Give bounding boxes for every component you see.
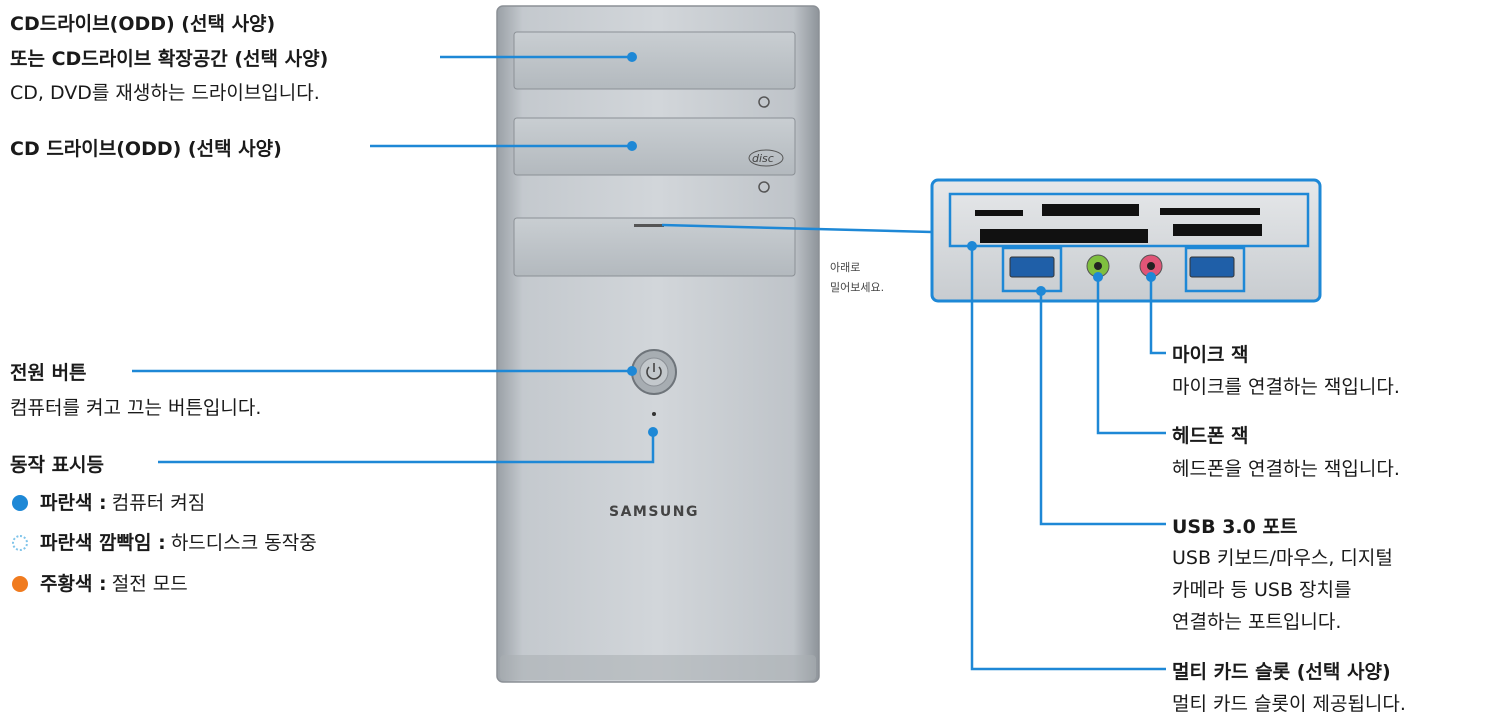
- usb-title: USB 3.0 포트: [1172, 516, 1298, 538]
- usb-desc-1: USB 키보드/마우스, 디지털: [1172, 547, 1393, 569]
- eject-icon: [758, 96, 770, 108]
- power-title: 전원 버튼: [10, 362, 87, 384]
- leader-dots: [627, 52, 1156, 437]
- blue-led-dot: [12, 495, 28, 511]
- disc-logo: disc: [752, 152, 774, 165]
- odd-second-title: CD 드라이브(ODD) (선택 사양): [10, 138, 282, 160]
- card-title: 멀티 카드 슬롯 (선택 사양): [1172, 661, 1391, 683]
- card-desc: 멀티 카드 슬롯이 제공됩니다.: [1172, 693, 1406, 715]
- blink-led-dot: [12, 535, 28, 551]
- mic-desc: 마이크를 연결하는 잭입니다.: [1172, 376, 1400, 398]
- headphone-title: 헤드폰 잭: [1172, 425, 1249, 447]
- card-cover-bay: [513, 217, 796, 277]
- slide-note: 아래로 밀어보세요.: [830, 261, 885, 294]
- indicator-title: 동작 표시등: [10, 454, 105, 476]
- headphone-desc: 헤드폰을 연결하는 잭입니다.: [1172, 458, 1400, 480]
- usb-port-right: [1189, 256, 1235, 278]
- odd-bay-1: [513, 31, 796, 90]
- power-desc: 컴퓨터를 켜고 끄는 버튼입니다.: [10, 397, 262, 419]
- orange-led-dot: [12, 576, 28, 592]
- front-io-panel: [930, 178, 1322, 303]
- eject-icon: [758, 181, 770, 193]
- usb-desc-3: 연결하는 포트입니다.: [1172, 611, 1342, 633]
- odd-top-desc: CD, DVD를 재생하는 드라이브입니다.: [10, 82, 320, 104]
- indicator-state-orange: 주황색 : 절전 모드: [40, 573, 188, 595]
- mic-title: 마이크 잭: [1172, 344, 1249, 366]
- indicator-state-blue: 파란색 : 컴퓨터 켜짐: [40, 492, 206, 514]
- pc-tower: [496, 5, 820, 683]
- status-led: [652, 412, 656, 416]
- usb-desc-2: 카메라 등 USB 장치를: [1172, 579, 1352, 601]
- leader-lines: [132, 55, 1166, 671]
- indicator-state-blink: 파란색 깜빡임 : 하드디스크 동작중: [40, 532, 317, 554]
- brand-logo: SAMSUNG: [609, 504, 699, 520]
- odd-top-title-2: 또는 CD드라이브 확장공간 (선택 사양): [10, 48, 329, 70]
- power-icon: [646, 366, 662, 380]
- odd-top-title-1: CD드라이브(ODD) (선택 사양): [10, 13, 276, 35]
- usb-port-left: [1009, 256, 1055, 278]
